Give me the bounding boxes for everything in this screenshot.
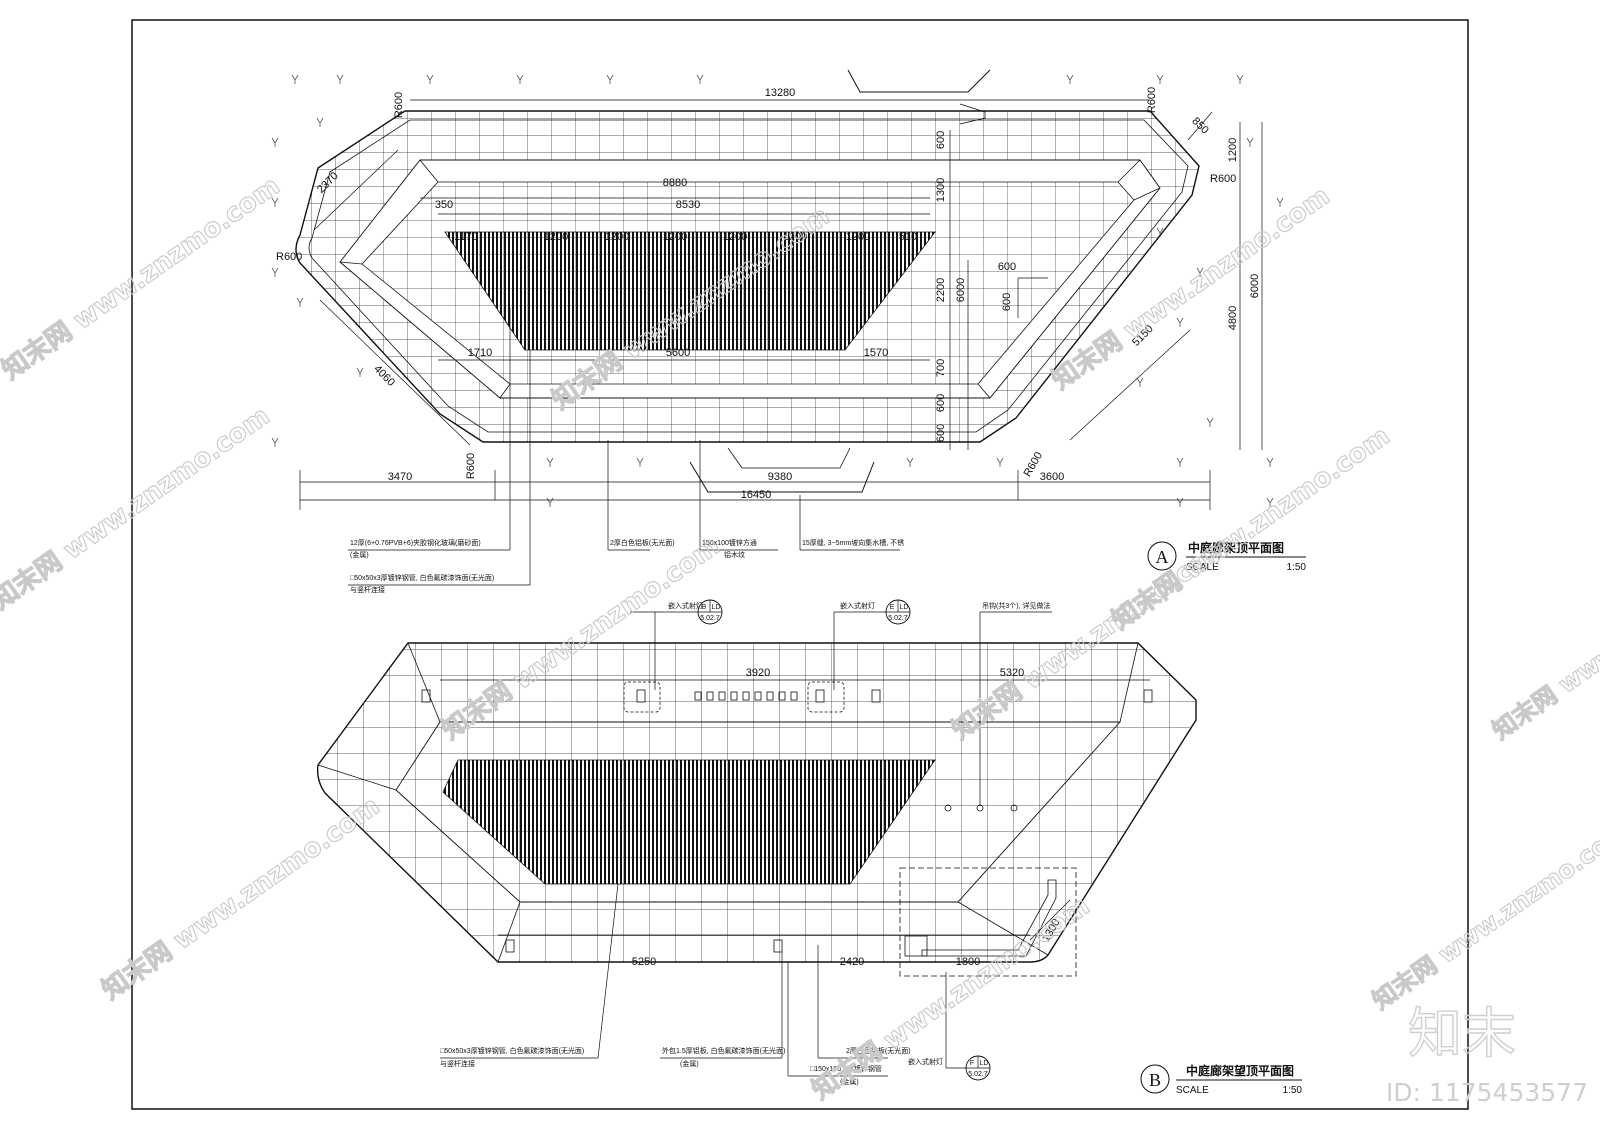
detail-ref-2-top: E	[890, 604, 895, 611]
watermark-2: 知末网 www.znzmo.com	[97, 791, 386, 1006]
watermark-logo: 知末	[1408, 1002, 1516, 1065]
dim-grid-600-v: 600	[1001, 293, 1013, 311]
note-b-stainless: 外包1.5厚铝板, 白色氟碳漆饰面(无光面)	[662, 1046, 785, 1055]
dim-v-600-bottom: 600	[935, 424, 947, 442]
note-plate: 2厚白色铝板(无光面)	[610, 538, 675, 547]
dim-v-1300: 1300	[935, 178, 947, 202]
dim-v-6000: 6000	[955, 278, 967, 302]
dim-b-bottom-right: 1800	[956, 956, 980, 968]
dim-b-top-right: 5320	[1000, 667, 1024, 679]
note-spot: 嵌入式射灯	[908, 1057, 943, 1066]
drawing-b-title: 中庭廊架望顶平面图	[1186, 1063, 1294, 1078]
drawing-b-label: B	[1149, 1070, 1161, 1090]
drawing-b-scale-label: SCALE	[1176, 1085, 1209, 1096]
dim-mullion-3: 1200	[663, 231, 687, 243]
dim-hatch-top: 8530	[676, 199, 700, 211]
detail-ref-1-bottom: 5.02.7	[700, 615, 720, 622]
dim-mullion-first: 1170	[454, 231, 478, 243]
note-b-steel-sub: 与竖杆连接	[440, 1059, 475, 1068]
dim-diag-left-bottom: 4060	[371, 363, 397, 389]
dim-mullion-6: 1200	[846, 231, 870, 243]
dim-overall-bottom: 16450	[741, 489, 772, 501]
dim-left-extent: 3470	[388, 471, 412, 483]
radius-top-left: R600	[393, 92, 405, 118]
dim-inner-bottom: 9380	[768, 471, 792, 483]
dim-diag-right-top: 850	[1189, 115, 1210, 136]
dim-v-600-top: 600	[935, 131, 947, 149]
dim-bottom-mid: 5600	[666, 347, 690, 359]
dim-mullion-4: 1200	[723, 231, 747, 243]
note-b-plate: 2厚白色铝板(无光面)	[846, 1046, 911, 1055]
note-glass: 12厚(6+0.76PVB+6)夹胶钢化玻璃(磨砂面)	[350, 538, 481, 547]
watermark-9: 知末网 www.znzmo.com	[1107, 421, 1396, 636]
note-b-steel: □50x50x3厚镀锌钢管, 白色氟碳漆饰面(无光面)	[440, 1046, 584, 1055]
watermark-1: 知末网 www.znzmo.com	[0, 171, 285, 386]
note-b-stainless-sub: (金属)	[680, 1059, 699, 1068]
drawing-b-scale-value: 1:50	[1283, 1085, 1303, 1096]
dim-bottom-right: 1570	[864, 347, 888, 359]
dim-offset-left: 350	[435, 199, 453, 211]
drawing-a-title: 中庭廊架顶平面图	[1188, 540, 1284, 555]
watermark-11: 知末网 www.znzmo.com	[1487, 547, 1600, 745]
dim-b-bottom-left: 5250	[632, 956, 656, 968]
detail-ref-3: F LD 5.02.7 嵌入式射灯	[908, 972, 991, 1081]
note-light2: 嵌入式射灯	[840, 601, 875, 610]
note-beam: 150x100镀锌方通	[702, 538, 757, 547]
dim-mullion-1: 1200	[544, 231, 568, 243]
detail-ref-3-mid: LD	[980, 1060, 989, 1067]
radius-top-right: R600	[1146, 87, 1158, 113]
plan-a: 13280 8880 8530 350 1170 1200 1200 1200 …	[276, 69, 1307, 594]
detail-ref-3-bottom: 5.02.7	[968, 1071, 988, 1078]
dim-b-bottom-mid: 2420	[840, 956, 864, 968]
dim-mullion-last: 510	[899, 231, 917, 243]
note-glass-sub: (金属)	[350, 550, 369, 559]
note-beam-sub: 铝木纹	[724, 550, 745, 559]
dim-b-top-mid: 3920	[746, 667, 770, 679]
plan-b: 3920 5320 5250 2420 1800 1300 B LD 5.02.…	[316, 599, 1303, 1096]
detail-ref-1-top: B	[702, 604, 707, 611]
note-b-tube-sub: (金属)	[840, 1077, 859, 1086]
detail-ref-2: E LD 5.02.7 嵌入式射灯	[833, 599, 911, 690]
dim-overall-top: 13280	[765, 87, 796, 99]
note-gap: 15厚缝, 3~5mm坡向集水槽, 不锈	[802, 538, 904, 547]
dim-right-1200: 1200	[1227, 138, 1239, 162]
note-steel-sub: 与竖杆连接	[350, 585, 385, 594]
detail-ref-3-top: F	[970, 1060, 974, 1067]
detail-ref-1: B LD 5.02.7 嵌入式射灯	[630, 599, 723, 690]
dim-mullion-5: 1200	[783, 231, 807, 243]
radius-left: R600	[276, 251, 302, 263]
radius-bottom-left: R600	[465, 453, 477, 479]
drawing-frame	[131, 19, 1469, 1110]
drawing-a-label: A	[1156, 547, 1169, 567]
radius-right: R600	[1210, 173, 1236, 185]
dim-inner-top: 8880	[663, 177, 687, 189]
detail-ref-2-bottom: 5.02.7	[888, 615, 908, 622]
watermark-10: 知末网 www.znzmo.com	[1367, 817, 1600, 1015]
dim-right-6000: 6000	[1249, 274, 1261, 298]
drawing-a-scale-label: SCALE	[1186, 562, 1219, 573]
dim-bottom-left: 1710	[468, 347, 492, 359]
note-steel: □50x50x3厚镀锌钢管, 白色氟碳漆饰面(无光面)	[350, 573, 494, 582]
watermark-id: ID: 1175453577	[1386, 1078, 1588, 1107]
detail-ref-2-mid: LD	[900, 604, 909, 611]
detail-ref-1-mid: LD	[712, 604, 721, 611]
note-light1: 嵌入式射灯	[668, 601, 703, 610]
dim-right-4800: 4800	[1227, 306, 1239, 330]
dim-v-700: 700	[935, 359, 947, 377]
watermark-3: 知末网 www.znzmo.com	[0, 401, 275, 616]
dim-v-600-mid: 600	[935, 394, 947, 412]
drawing-a-scale-value: 1:50	[1287, 562, 1307, 573]
dim-grid-600-h: 600	[998, 261, 1016, 273]
dim-mullion-2: 1200	[605, 231, 629, 243]
dim-right-extent: 3600	[1040, 471, 1064, 483]
note-b-tube: □150x100.8厚镀锌钢管	[810, 1064, 882, 1073]
note-hook: 吊钩(共3个), 详见做法	[982, 601, 1050, 610]
dim-v-2200: 2200	[935, 278, 947, 302]
